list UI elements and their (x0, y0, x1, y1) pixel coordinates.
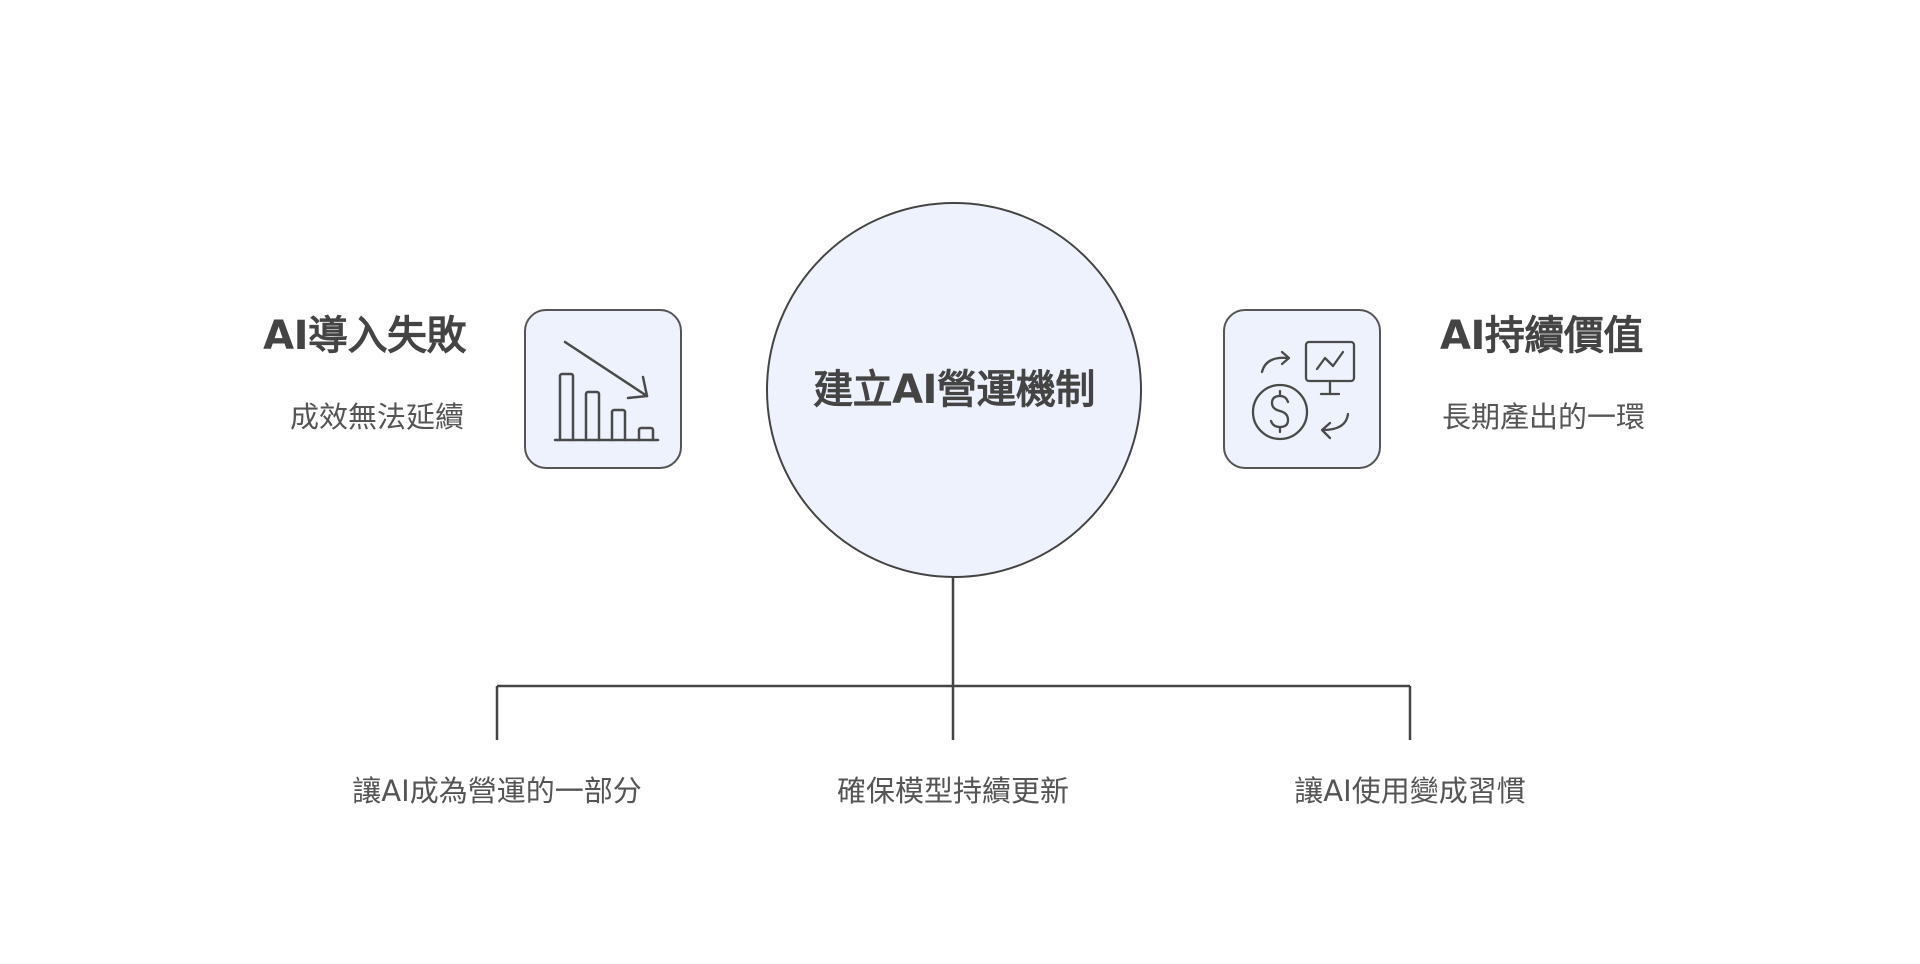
center-hub-node: 建立AI營運機制 (766, 202, 1142, 578)
dollar-coin-icon (1251, 383, 1309, 441)
branch-label-model-updates: 確保模型持續更新 (836, 774, 1069, 808)
curved-arrow-left-icon (1321, 412, 1350, 432)
curved-arrow-right-icon (1260, 356, 1290, 374)
declining-bar-chart-icon (553, 340, 660, 442)
left-subtitle: 成效無法延續 (289, 400, 464, 434)
branch-label-operations: 讓AI成為營運的一部分 (352, 774, 642, 808)
right-title: AI持續價值 (1440, 313, 1643, 359)
declining-chart-node (524, 309, 682, 469)
center-hub-label: 建立AI營運機制 (813, 367, 1095, 413)
value-cycle-node (1223, 309, 1381, 469)
value-cycle-icon (1251, 340, 1356, 441)
right-subtitle: 長期產出的一環 (1442, 400, 1646, 434)
branch-label-habit: 讓AI使用變成習慣 (1294, 774, 1526, 808)
left-title: AI導入失敗 (263, 313, 466, 359)
